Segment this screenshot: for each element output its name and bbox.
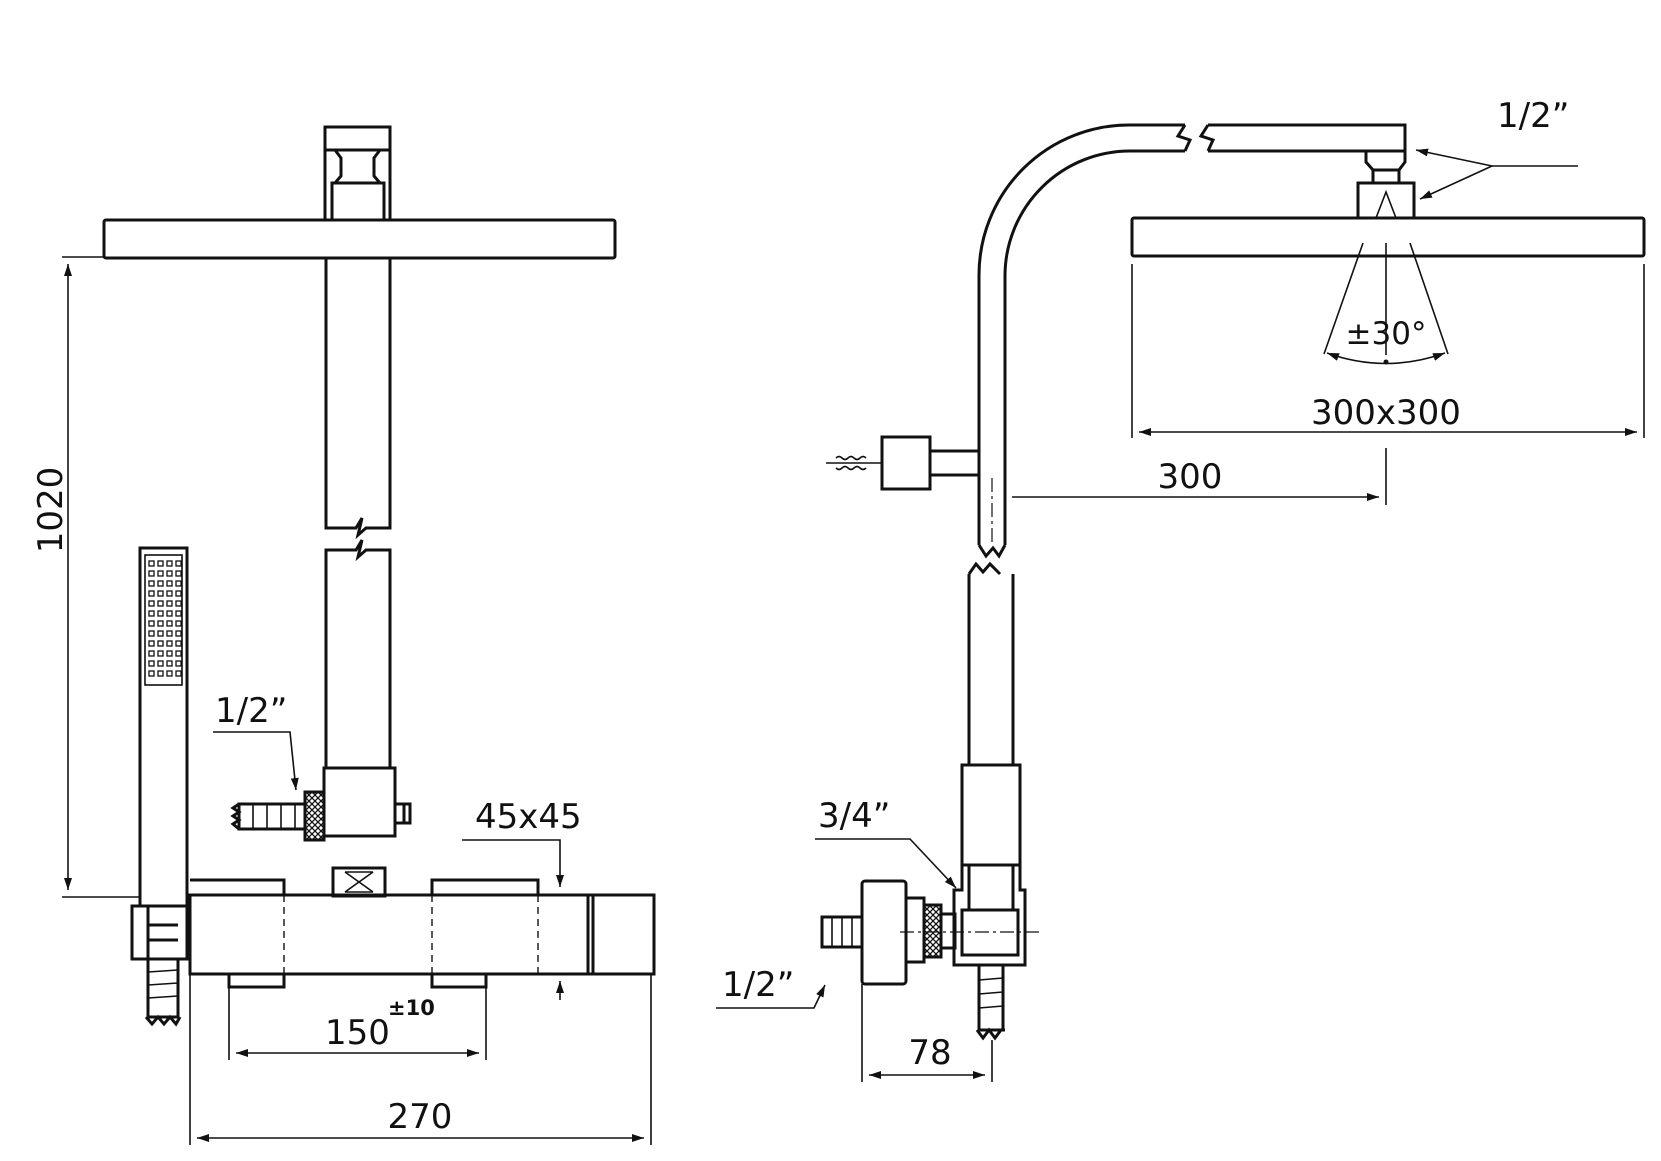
- front-left-connection: [130, 904, 189, 1027]
- spray-nozzle: [157, 560, 164, 567]
- spray-nozzle: [166, 650, 173, 657]
- head-connection-label: 1/2”: [1497, 96, 1569, 136]
- front-diverter-block: [322, 766, 397, 838]
- spray-nozzle: [157, 600, 164, 607]
- spray-nozzle: [157, 670, 164, 677]
- spray-nozzle: [166, 600, 173, 607]
- spray-nozzle: [166, 610, 173, 617]
- section-dim-label: 45x45: [475, 797, 582, 837]
- spray-nozzle: [148, 670, 155, 677]
- spray-nozzle: [175, 620, 182, 627]
- spray-nozzle: [175, 670, 182, 677]
- spray-nozzle: [157, 620, 164, 627]
- spray-nozzle: [175, 630, 182, 637]
- front-width-dimension: 270: [189, 974, 652, 1145]
- inlet-3-4-label: 3/4”: [818, 796, 890, 836]
- spray-nozzle: [148, 620, 155, 627]
- side-depth-dimension: 78: [861, 984, 993, 1082]
- depth-dim-label: 78: [908, 1033, 951, 1073]
- spray-nozzle: [166, 630, 173, 637]
- side-inlet-callout: 3/4”: [815, 796, 957, 889]
- spray-nozzle: [157, 590, 164, 597]
- spray-nozzle: [148, 650, 155, 657]
- front-shower-head-plate: [102, 218, 617, 260]
- spray-nozzle: [166, 660, 173, 667]
- spray-nozzle: [175, 660, 182, 667]
- spray-nozzle: [166, 560, 173, 567]
- front-inlet-label: 1/2”: [215, 691, 287, 731]
- front-riser-upper: [324, 258, 392, 540]
- head-size-label: 300x300: [1311, 393, 1461, 433]
- front-hand-shower: [138, 546, 189, 908]
- spray-nozzle: [175, 560, 182, 567]
- spray-nozzle: [148, 600, 155, 607]
- outlet-1-2-label: 1/2”: [722, 965, 794, 1005]
- spray-nozzle: [175, 570, 182, 577]
- spray-nozzle: [175, 610, 182, 617]
- spray-nozzle: [157, 610, 164, 617]
- spray-nozzle: [148, 580, 155, 587]
- spray-nozzle: [148, 570, 155, 577]
- side-shower-arm: [977, 123, 1185, 545]
- front-mixer-handle: [591, 893, 656, 976]
- spray-nozzle: [148, 610, 155, 617]
- side-view: ±30° 1/2” 300x300 300: [716, 96, 1646, 1082]
- front-mixer-body: [188, 893, 590, 976]
- front-inlet-callout: 1/2”: [213, 691, 299, 791]
- side-tilt-dimension: ±30°: [1323, 242, 1449, 365]
- spray-nozzle: [157, 580, 164, 587]
- front-height-dimension: 1020: [31, 256, 140, 898]
- front-hose-outlet: [230, 790, 326, 842]
- spray-nozzle: [166, 580, 173, 587]
- spray-nozzle: [166, 620, 173, 627]
- spray-nozzle: [148, 560, 155, 567]
- arm-reach-label: 300: [1158, 457, 1223, 497]
- spray-nozzle: [166, 570, 173, 577]
- spray-nozzle: [166, 670, 173, 677]
- spray-nozzle: [148, 660, 155, 667]
- spray-nozzle: [157, 650, 164, 657]
- side-outlet-callout: 1/2”: [716, 965, 826, 1009]
- tilt-dim-label: ±30°: [1346, 316, 1427, 352]
- front-head-connector: [323, 125, 392, 222]
- side-arm-support: [826, 435, 981, 491]
- spray-nozzle: [157, 640, 164, 647]
- center-dim-label: 150: [325, 1013, 390, 1053]
- front-center-dimension: 150 ±10: [228, 987, 487, 1060]
- spray-nozzle: [166, 590, 173, 597]
- front-wall-brackets: [190, 878, 540, 989]
- side-head-connector: [1356, 151, 1416, 220]
- spray-nozzle: [166, 640, 173, 647]
- spray-nozzle: [175, 580, 182, 587]
- width-dim-label: 270: [388, 1097, 453, 1137]
- spray-nozzle: [175, 640, 182, 647]
- spray-nozzle: [148, 640, 155, 647]
- center-dim-tolerance: ±10: [388, 996, 435, 1020]
- height-dim-label: 1020: [31, 467, 71, 554]
- side-riser-lower: [900, 574, 1040, 1041]
- spray-nozzle: [157, 630, 164, 637]
- side-head-callout: 1/2”: [1415, 96, 1578, 200]
- side-riser-break: [977, 544, 1007, 559]
- side-wall-union: [820, 879, 957, 986]
- side-shower-head-plate: [1130, 216, 1646, 258]
- front-section-callout: 45x45: [462, 797, 582, 1000]
- spray-nozzle: [175, 590, 182, 597]
- front-view: 1020 1/2” 45x45 150 ±10 270: [31, 125, 656, 1145]
- side-head-size-dimension: 300x300: [1131, 264, 1645, 438]
- spray-nozzle: [157, 570, 164, 577]
- spray-nozzle: [148, 590, 155, 597]
- spray-nozzle: [175, 600, 182, 607]
- spray-nozzle: [175, 650, 182, 657]
- front-riser-lower: [324, 539, 392, 768]
- side-arm-reach-dimension: 300: [991, 448, 1387, 545]
- spray-nozzle: [148, 630, 155, 637]
- spray-nozzle: [157, 660, 164, 667]
